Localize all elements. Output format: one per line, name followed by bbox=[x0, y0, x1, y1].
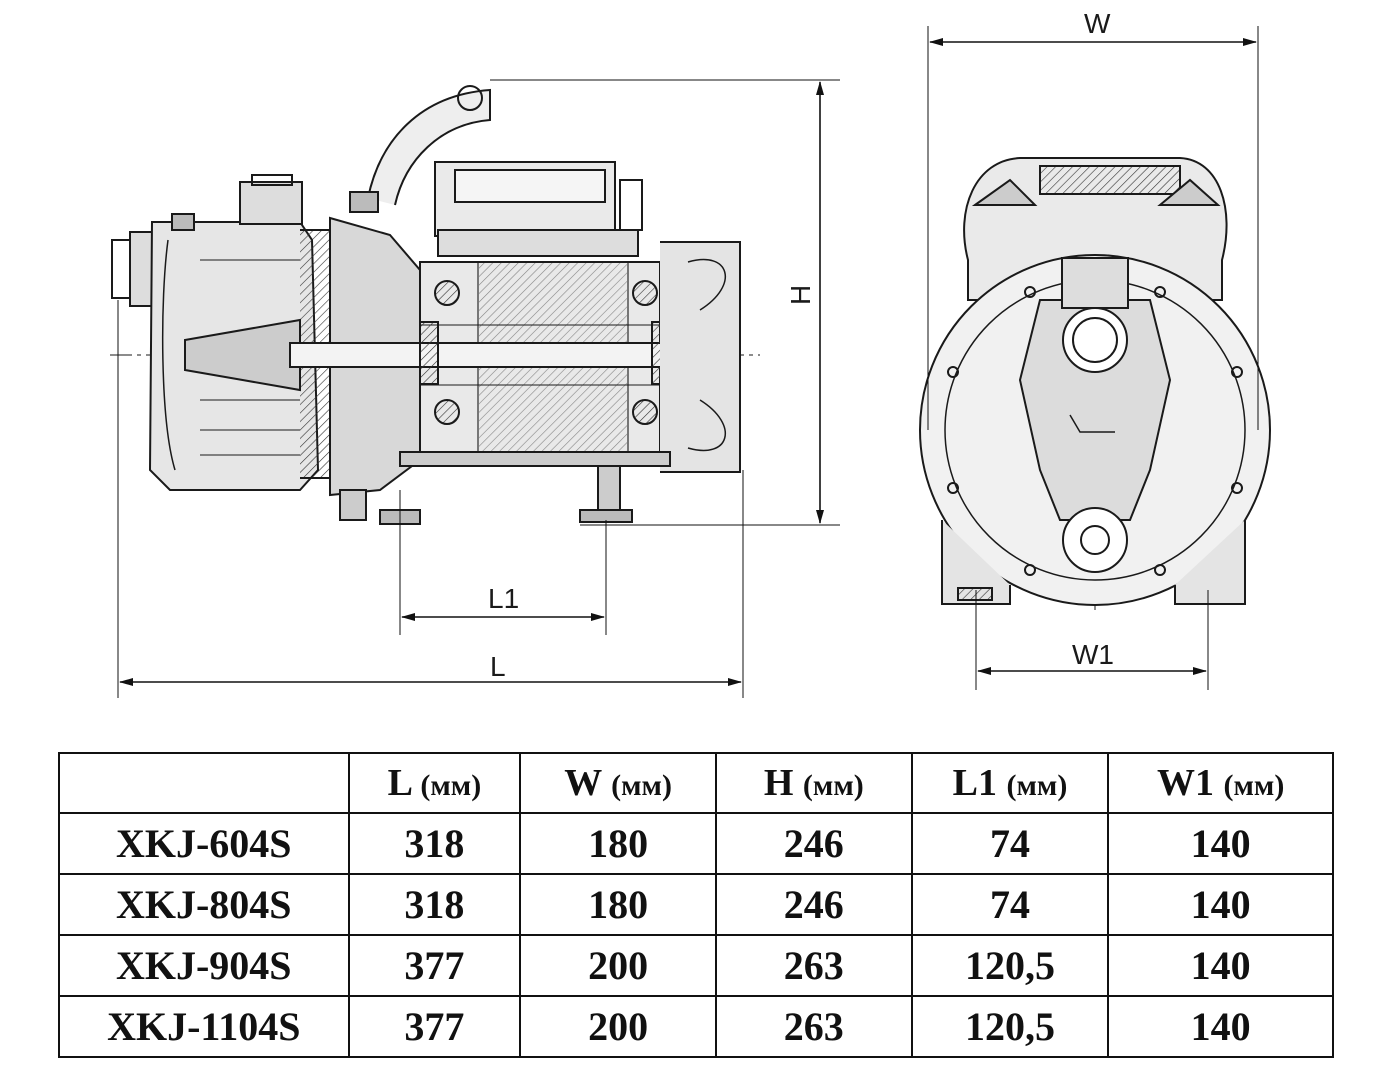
dim-label-l1: L1 bbox=[488, 583, 519, 614]
table-header-w: W (мм) bbox=[519, 752, 717, 814]
dim-label-h: H bbox=[785, 285, 816, 305]
dim-label-l: L bbox=[490, 651, 506, 682]
w1-cell: 140 bbox=[1107, 812, 1334, 875]
model-cell: XKJ-904S bbox=[58, 934, 350, 997]
table-row: XKJ-604S 318 180 246 74 140 bbox=[58, 812, 1334, 875]
table-header-w1: W1 (мм) bbox=[1107, 752, 1334, 814]
table-header-row: L (мм) W (мм) H (мм) L1 (мм) W1 (мм) bbox=[58, 752, 1334, 814]
h-cell: 246 bbox=[714, 812, 913, 875]
table-header-empty bbox=[58, 752, 350, 814]
h-cell: 263 bbox=[714, 934, 913, 997]
dim-label-w1: W1 bbox=[1072, 639, 1114, 670]
model-cell: XKJ-1104S bbox=[58, 995, 350, 1058]
w-cell: 200 bbox=[519, 934, 717, 997]
w1-cell: 140 bbox=[1107, 995, 1334, 1058]
front-dimensions bbox=[927, 26, 1259, 690]
dim-label-w: W bbox=[1084, 8, 1111, 39]
h-cell: 263 bbox=[714, 995, 913, 1058]
table-header-l: L (мм) bbox=[347, 752, 522, 814]
l-cell: 318 bbox=[347, 812, 522, 875]
table-row: XKJ-904S 377 200 263 120,5 140 bbox=[58, 934, 1334, 997]
side-view bbox=[110, 85, 760, 525]
table-header-h: H (мм) bbox=[714, 752, 913, 814]
w-cell: 180 bbox=[519, 812, 717, 875]
w-cell: 180 bbox=[519, 873, 717, 936]
dimensions-table: L (мм) W (мм) H (мм) L1 (мм) W1 (мм) XKJ… bbox=[58, 752, 1334, 1058]
h-cell: 246 bbox=[714, 873, 913, 936]
table-row: XKJ-1104S 377 200 263 120,5 140 bbox=[58, 995, 1334, 1058]
model-cell: XKJ-604S bbox=[58, 812, 350, 875]
front-view bbox=[919, 157, 1271, 610]
w-cell: 200 bbox=[519, 995, 717, 1058]
l1-cell: 120,5 bbox=[910, 995, 1110, 1058]
l-cell: 377 bbox=[347, 934, 522, 997]
table-row: XKJ-804S 318 180 246 74 140 bbox=[58, 873, 1334, 936]
l1-cell: 120,5 bbox=[910, 934, 1110, 997]
l-cell: 318 bbox=[347, 873, 522, 936]
l1-cell: 74 bbox=[910, 812, 1110, 875]
model-cell: XKJ-804S bbox=[58, 873, 350, 936]
l-cell: 377 bbox=[347, 995, 522, 1058]
pump-technical-drawing: W H L1 L W1 bbox=[110, 8, 1271, 698]
w1-cell: 140 bbox=[1107, 934, 1334, 997]
table-header-l1: L1 (мм) bbox=[910, 752, 1110, 814]
side-dimensions bbox=[117, 79, 840, 698]
w1-cell: 140 bbox=[1107, 873, 1334, 936]
l1-cell: 74 bbox=[910, 873, 1110, 936]
